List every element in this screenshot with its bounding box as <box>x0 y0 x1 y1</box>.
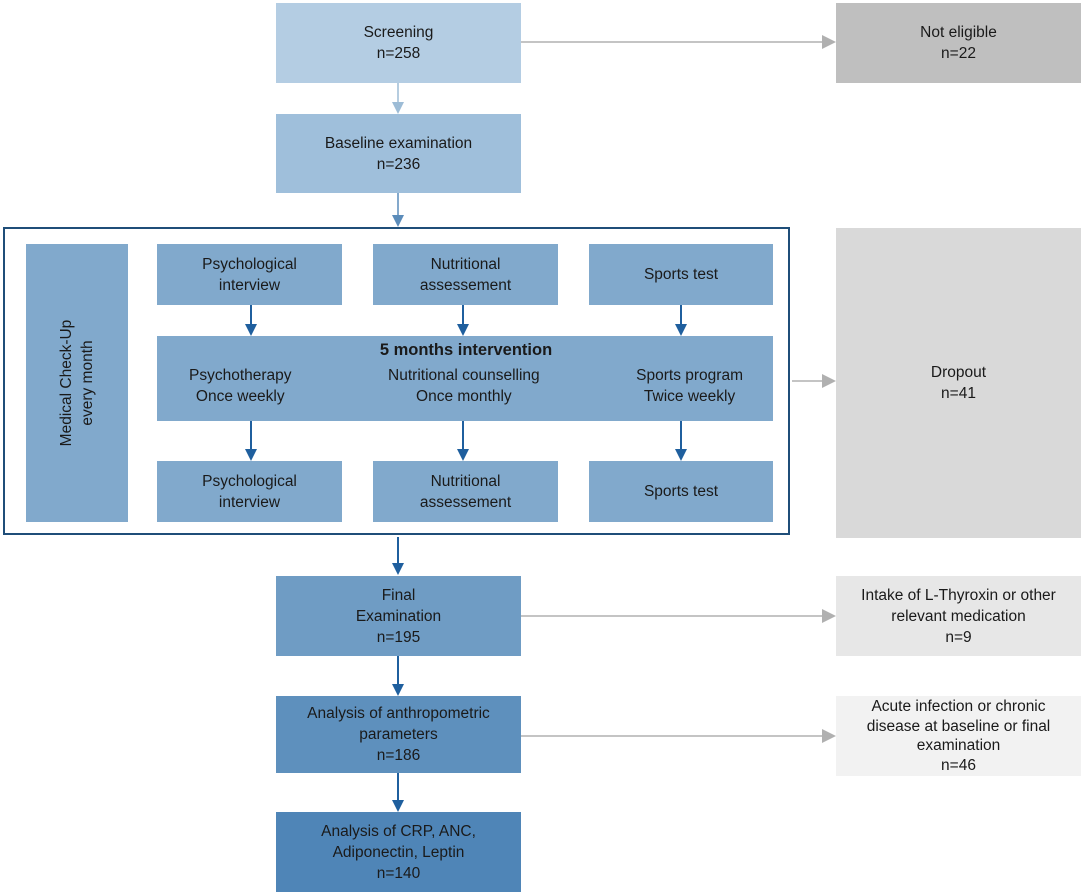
infection-line2: disease at baseline or final <box>866 717 1051 735</box>
anthro-box: Analysis of anthropometric parameters n=… <box>276 696 521 773</box>
dropout-box: Dropout n=41 <box>836 228 1081 538</box>
baseline-count: n=236 <box>376 155 421 173</box>
post-psych-line2: interview <box>218 493 281 511</box>
post-nutri-line1: Nutritional <box>430 472 501 490</box>
crp-line1: Analysis of CRP, ANC, <box>321 822 476 840</box>
anthro-line2: parameters <box>359 726 438 743</box>
not-eligible-label: Not eligible <box>920 24 997 41</box>
dropout-label: Dropout <box>930 364 987 381</box>
pre-nutri-line1: Nutritional <box>430 255 501 273</box>
post-psych-line1: Psychological <box>202 472 297 490</box>
final-box: Final Examination n=195 <box>276 576 521 656</box>
medical-checkup-box: Medical Check-Up every month <box>26 244 128 522</box>
intervention-box: 5 months intervention Psychotherapy Once… <box>157 336 773 421</box>
thyroxin-line2: relevant medication <box>891 607 1026 625</box>
crp-count: n=140 <box>376 864 421 882</box>
thyroxin-count: n=9 <box>945 628 972 646</box>
infection-count: n=46 <box>941 756 976 774</box>
post-nutri-box: Nutritional assessement <box>373 461 558 522</box>
thyroxin-box: Intake of L-Thyroxin or other relevant m… <box>836 576 1081 656</box>
pre-psych-box: Psychological interview <box>157 244 342 305</box>
screening-box: Screening n=258 <box>276 3 521 83</box>
final-line1: Final <box>381 586 416 604</box>
medical-checkup-line2: every month <box>79 340 96 426</box>
intervention-frame <box>3 227 790 535</box>
intervention-columns: Psychotherapy Once weekly Nutritional co… <box>189 365 743 407</box>
intervention-psych-line1: Psychotherapy <box>189 367 292 384</box>
final-count: n=195 <box>376 628 421 646</box>
intervention-nutri-line1: Nutritional counselling <box>388 367 540 384</box>
infection-box: Acute infection or chronic disease at ba… <box>836 696 1081 776</box>
screening-label: Screening <box>363 24 434 41</box>
baseline-label: Baseline examination <box>324 134 473 152</box>
infection-line3: examination <box>916 737 1001 754</box>
dropout-count: n=41 <box>941 385 976 402</box>
post-psych-box: Psychological interview <box>157 461 342 522</box>
thyroxin-line1: Intake of L-Thyroxin or other <box>861 586 1056 604</box>
intervention-title: 5 months intervention <box>379 341 553 359</box>
screening-count: n=258 <box>376 45 421 62</box>
post-sports-line1: Sports test <box>643 483 719 500</box>
pre-sports-line1: Sports test <box>643 266 719 283</box>
baseline-box: Baseline examination n=236 <box>276 114 521 193</box>
not-eligible-count: n=22 <box>941 45 976 62</box>
intervention-nutri: Nutritional counselling Once monthly <box>388 365 540 407</box>
infection-line1: Acute infection or chronic <box>871 698 1046 715</box>
intervention-sports: Sports program Twice weekly <box>636 365 743 407</box>
intervention-psych: Psychotherapy Once weekly <box>189 365 292 407</box>
post-nutri-line2: assessement <box>419 493 512 511</box>
not-eligible-box: Not eligible n=22 <box>836 3 1081 83</box>
medical-checkup-text: Medical Check-Up every month <box>56 263 98 503</box>
pre-nutri-line2: assessement <box>419 276 512 294</box>
crp-box: Analysis of CRP, ANC, Adiponectin, Lepti… <box>276 812 521 892</box>
intervention-nutri-line2: Once monthly <box>416 388 512 405</box>
final-line2: Examination <box>355 607 442 625</box>
pre-psych-line1: Psychological <box>202 255 297 273</box>
anthro-count: n=186 <box>376 747 421 764</box>
intervention-sports-line1: Sports program <box>636 367 743 384</box>
post-sports-box: Sports test <box>589 461 773 522</box>
intervention-psych-line2: Once weekly <box>195 388 285 405</box>
pre-sports-box: Sports test <box>589 244 773 305</box>
intervention-sports-line2: Twice weekly <box>643 388 736 405</box>
crp-line2: Adiponectin, Leptin <box>332 843 465 861</box>
pre-psych-line2: interview <box>218 276 281 294</box>
medical-checkup-line1: Medical Check-Up <box>58 319 75 447</box>
pre-nutri-box: Nutritional assessement <box>373 244 558 305</box>
anthro-line1: Analysis of anthropometric <box>307 705 490 722</box>
